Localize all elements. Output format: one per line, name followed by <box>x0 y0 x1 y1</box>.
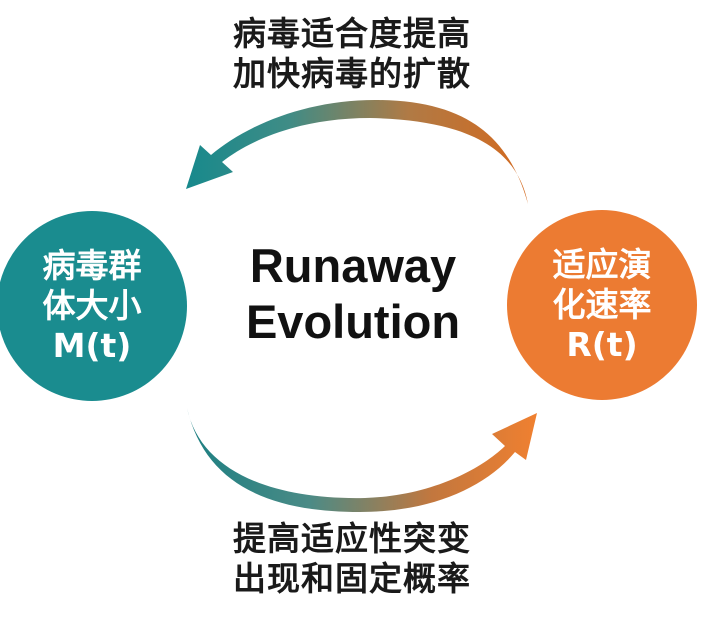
bottom-caption: 提高适应性突变 出现和固定概率 <box>0 519 704 599</box>
right-node-line-3: R(t) <box>566 325 638 364</box>
bottom-arrow <box>187 408 537 512</box>
top-caption-line-2: 加快病毒的扩散 <box>233 54 471 93</box>
center-title-line-2: Evolution <box>245 295 461 348</box>
top-caption: 病毒适合度提高 加快病毒的扩散 <box>0 14 704 94</box>
left-node-line-2: 体大小 <box>42 286 142 325</box>
evolution-rate-node: 适应演 化速率 R(t) <box>507 210 697 400</box>
top-caption-line-1: 病毒适合度提高 <box>233 14 471 53</box>
top-arrow <box>186 100 528 204</box>
right-node-line-1: 适应演 <box>552 245 652 284</box>
left-node-line-1: 病毒群 <box>42 246 142 285</box>
center-title-line-1: Runaway <box>249 239 457 292</box>
bottom-caption-line-1: 提高适应性突变 <box>233 519 471 558</box>
left-node-line-3: M(t) <box>52 326 132 365</box>
population-size-node: 病毒群 体大小 M(t) <box>0 211 187 401</box>
right-node-line-2: 化速率 <box>552 285 652 324</box>
bottom-caption-line-2: 出现和固定概率 <box>233 559 471 598</box>
center-title: Runaway Evolution <box>200 238 506 350</box>
